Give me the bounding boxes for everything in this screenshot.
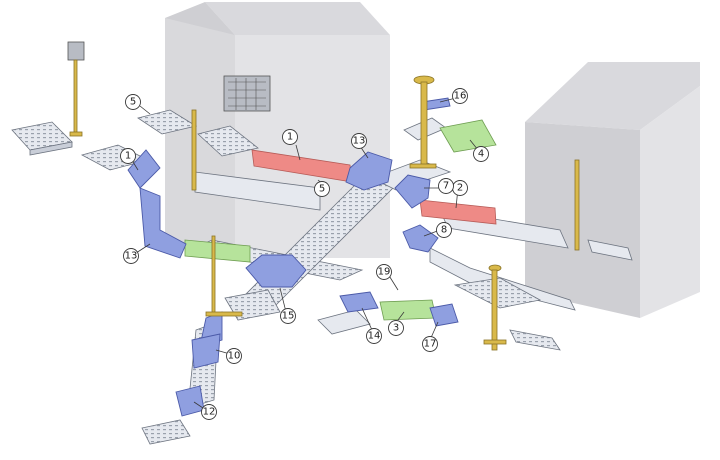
- svg-text:13: 13: [125, 251, 138, 262]
- svg-text:1: 1: [287, 132, 293, 143]
- blue-elbow-8: [402, 224, 439, 253]
- svg-text:16: 16: [454, 91, 467, 102]
- callout-2: 2: [452, 180, 468, 196]
- callout-12: 12: [201, 404, 217, 420]
- tray-right-lower: [429, 247, 576, 311]
- blue-reducer-17: [429, 303, 459, 327]
- svg-text:10: 10: [228, 351, 241, 362]
- callout-8: 8: [436, 222, 452, 238]
- svg-text:8: 8: [441, 225, 447, 236]
- support-rod-center: [205, 235, 243, 317]
- callout-19: 19: [376, 264, 392, 280]
- svg-text:1: 1: [125, 151, 131, 162]
- blue-elbow-7: [394, 174, 431, 209]
- svg-text:15: 15: [282, 311, 295, 322]
- callout-15: 15: [280, 308, 296, 324]
- blue-cross-15: [245, 254, 307, 288]
- svg-text:2: 2: [457, 183, 463, 194]
- blue-riser-13: [139, 187, 187, 259]
- tray-bottom-end: [141, 419, 191, 445]
- svg-text:19: 19: [378, 267, 391, 278]
- blue-tee-13: [345, 151, 393, 191]
- callout-13-upper: 13: [351, 133, 367, 149]
- tray-right-end: [587, 239, 633, 261]
- callout-16: 16: [452, 88, 468, 104]
- tray-left-end: [11, 121, 73, 156]
- svg-text:14: 14: [368, 331, 381, 342]
- support-bracket-wall: [191, 109, 580, 251]
- callout-3: 3: [388, 320, 404, 336]
- blue-riser-10: [191, 311, 223, 369]
- tray-bottom-right: [509, 329, 561, 351]
- green-section-4: [439, 119, 497, 153]
- callout-5-center: 5: [314, 181, 330, 197]
- blue-reducer-14: [339, 291, 379, 313]
- svg-text:3: 3: [393, 323, 399, 334]
- tray-upper-short: [137, 109, 259, 157]
- callout-7: 7: [438, 178, 454, 194]
- svg-text:4: 4: [478, 149, 484, 160]
- callout-13-left: 13: [123, 248, 139, 264]
- blue-elbow-12: [175, 385, 205, 417]
- green-section-left: [184, 239, 251, 263]
- svg-text:5: 5: [319, 184, 325, 195]
- svg-text:7: 7: [443, 181, 449, 192]
- svg-text:13: 13: [353, 136, 366, 147]
- callout-1-left: 1: [120, 148, 136, 164]
- svg-text:17: 17: [424, 339, 437, 350]
- svg-text:12: 12: [203, 407, 216, 418]
- wall-mount-plate: [223, 75, 271, 112]
- callout-4: 4: [473, 146, 489, 162]
- svg-text:5: 5: [130, 97, 136, 108]
- red-straight-section-2: [419, 199, 497, 225]
- right-wall-block: [525, 62, 700, 318]
- support-hanger-right: [483, 264, 507, 351]
- blue-elbow-1: [127, 149, 161, 189]
- callout-17: 17: [422, 336, 438, 352]
- support-hanger-upper-right: [409, 75, 437, 169]
- green-section-3: [379, 299, 437, 321]
- callout-10: 10: [226, 348, 242, 364]
- callout-14: 14: [366, 328, 382, 344]
- callout-5-upper: 5: [125, 94, 141, 110]
- support-hanger-left: [67, 41, 85, 137]
- callout-1-upper: 1: [282, 129, 298, 145]
